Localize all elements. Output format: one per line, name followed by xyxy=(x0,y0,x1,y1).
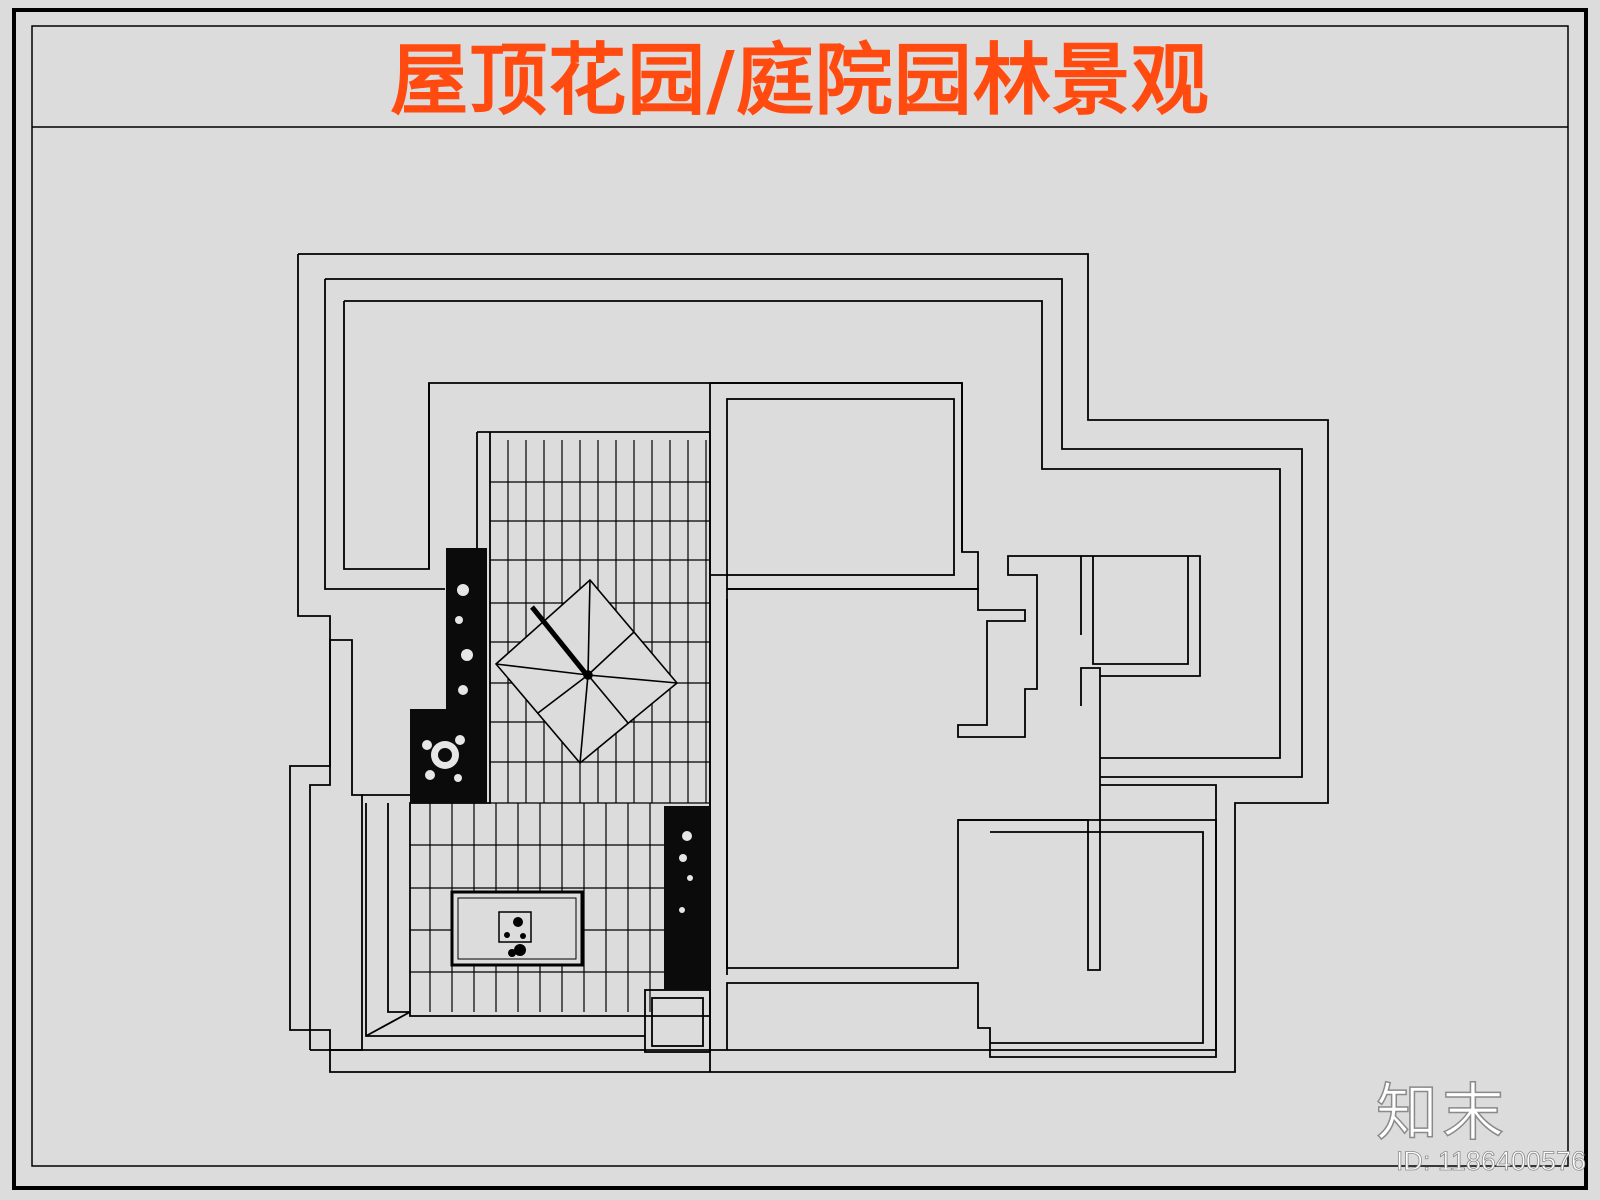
umbrella-rib xyxy=(579,674,589,764)
planter-box xyxy=(644,989,711,1053)
umbrella-rib xyxy=(587,674,678,684)
umbrella-hub xyxy=(583,670,593,680)
parapet-inner-upper xyxy=(325,278,1303,778)
parapet-lower-ring xyxy=(309,639,363,1051)
inner-frame xyxy=(31,25,1569,1167)
outer-parapet xyxy=(289,253,1329,1073)
planter-band-left xyxy=(343,301,963,570)
room-main-inner xyxy=(726,589,1101,971)
room-lower-right xyxy=(726,819,1217,1058)
room-right xyxy=(1081,555,1201,677)
parapet-inner-left xyxy=(324,279,445,590)
umbrella-rib xyxy=(587,631,635,676)
room-top-inner xyxy=(726,398,955,576)
room-main xyxy=(727,555,1082,738)
room-right-inner xyxy=(1092,556,1189,665)
outer-frame xyxy=(12,8,1588,1190)
planters xyxy=(410,548,710,990)
table xyxy=(450,890,584,967)
planter-box-inner xyxy=(651,997,704,1047)
umbrella-rib xyxy=(495,663,589,676)
planter-right xyxy=(664,806,710,990)
umbrella-rib xyxy=(587,674,629,724)
room-top xyxy=(710,382,979,590)
planter-band-upper xyxy=(344,300,1281,759)
plan-outlines xyxy=(289,253,1329,1073)
umbrella-rib xyxy=(587,579,591,676)
umbrella-rib xyxy=(537,674,589,714)
plant-details xyxy=(422,584,693,913)
table-inner xyxy=(457,897,577,960)
lower-inner-band-2 xyxy=(365,803,411,1037)
table-ornament xyxy=(498,911,532,943)
planter-left xyxy=(410,548,487,803)
room-lower-right-inner xyxy=(990,831,1204,1044)
page-title: 屋顶花园/庭院园林景观 xyxy=(390,36,1210,126)
watermark-id: ID: 1186400576 xyxy=(1395,1146,1586,1177)
umbrella-pole xyxy=(530,605,588,676)
umbrella xyxy=(494,578,679,765)
watermark-logo: 知末 xyxy=(1375,1075,1508,1150)
